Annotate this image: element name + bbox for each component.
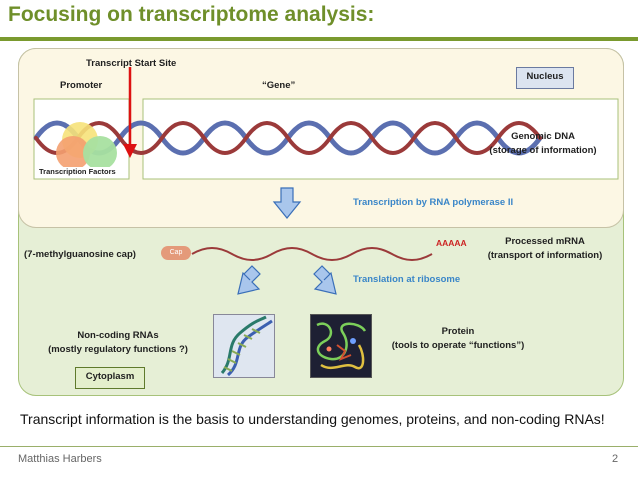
tss-arrow	[123, 67, 137, 158]
polya-tail: AAAAA	[436, 238, 467, 248]
mrna-title: Processed mRNA	[505, 236, 585, 247]
cap-label: (7-methylguanosine cap)	[24, 249, 136, 260]
protein-sub: (tools to operate “functions”)	[391, 340, 525, 351]
footer-rule	[0, 446, 638, 447]
tss-label: Transcript Start Site	[86, 58, 177, 69]
ncrna-structure-image	[213, 314, 275, 378]
translation-arrow-right	[313, 265, 337, 295]
transcription-factors	[56, 122, 117, 170]
slide-title: Focusing on transcriptome analysis:	[8, 3, 375, 26]
promoter-label: Promoter	[60, 80, 103, 91]
cytoplasm-tag: Cytoplasm	[75, 367, 145, 389]
dna-helix	[33, 120, 543, 156]
slide-caption: Transcript information is the basis to u…	[20, 411, 605, 427]
footer-author: Matthias Harbers	[18, 453, 102, 465]
mrna-strand	[191, 247, 433, 261]
cap-badge: Cap	[161, 246, 191, 260]
protein-title: Protein	[441, 326, 475, 337]
ncrna-title: Non-coding RNAs	[77, 330, 159, 341]
mrna-sub: (transport of information)	[487, 250, 603, 261]
title-rule	[0, 37, 638, 41]
genomic-dna-sub: (storage of information)	[489, 145, 597, 156]
translation-label: Translation at ribosome	[353, 274, 461, 285]
transcription-label: Transcription by RNA polymerase II	[353, 197, 514, 208]
nucleus-tag: Nucleus	[516, 67, 574, 89]
transcription-arrow	[272, 187, 302, 219]
translation-arrow-left	[237, 265, 261, 295]
gene-label: “Gene”	[262, 80, 296, 91]
genomic-dna-title: Genomic DNA	[511, 131, 575, 142]
ncrna-sub: (mostly regulatory functions ?)	[48, 344, 188, 355]
page-number: 2	[612, 453, 619, 465]
tf-label: Transcription Factors	[38, 167, 117, 176]
protein-structure-image	[310, 314, 372, 378]
